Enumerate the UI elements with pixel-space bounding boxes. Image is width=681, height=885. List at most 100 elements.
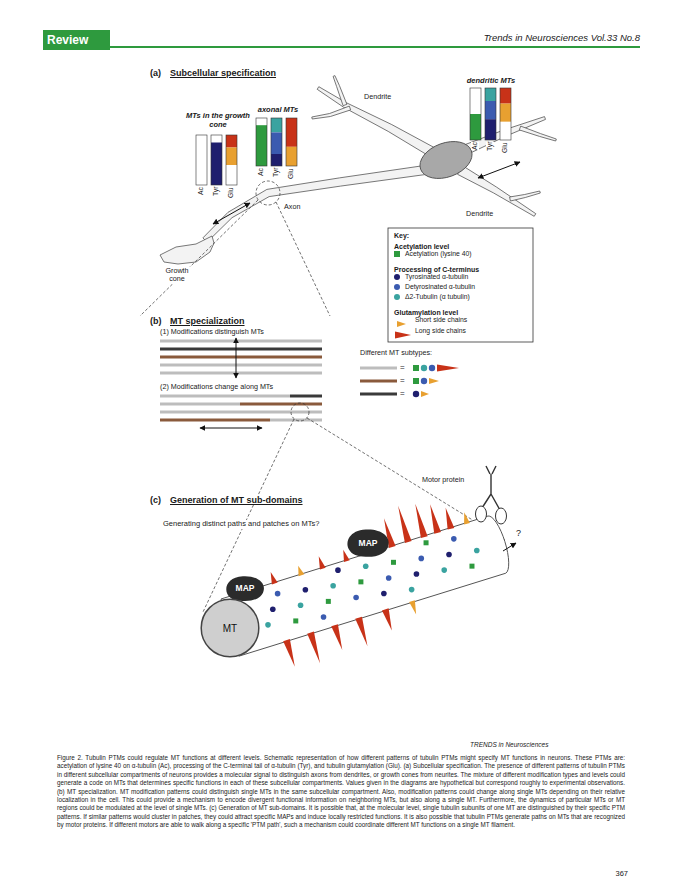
tyrosination-mark	[474, 548, 480, 554]
legend-label: Detyrosinated α-tubulin	[405, 283, 475, 290]
structure-label: Axon	[284, 203, 300, 211]
glutamyl-chain	[397, 321, 406, 327]
microtubule-line	[160, 348, 322, 351]
structure-label: Motor protein	[422, 476, 464, 484]
page-number: 367	[615, 870, 628, 879]
axis-label: Tyr	[212, 187, 220, 196]
bar-segment	[485, 88, 496, 101]
bar-segment	[470, 114, 481, 140]
microtubule-line	[270, 419, 322, 422]
bar-segment	[500, 88, 511, 104]
cell-body	[415, 135, 477, 185]
bar-segment	[500, 104, 511, 122]
microtubule-line	[160, 340, 322, 343]
legend-label: Acetylation (lysine 40)	[405, 250, 472, 257]
panel-letter: (a)	[150, 68, 161, 78]
motor-head	[496, 508, 507, 524]
question-mark: ?	[516, 528, 521, 538]
figure-caption: Figure 2. Tubulin PTMs could regulate MT…	[57, 754, 625, 830]
tyrosination-mark	[303, 587, 309, 593]
legend-dot	[394, 294, 400, 300]
map-protein: MAP	[224, 575, 266, 602]
node-text: MAP	[236, 583, 255, 593]
glutamyl-chain	[446, 508, 455, 530]
tyrosination-mark	[414, 571, 420, 577]
acetylation-mark	[413, 378, 419, 384]
tyrosination-mark	[353, 595, 359, 601]
tyrosination-mark	[413, 391, 419, 397]
bar-segment	[485, 101, 496, 119]
tyrosination-mark	[335, 567, 341, 573]
axis-label: Ac	[197, 187, 205, 195]
key-box	[388, 228, 533, 342]
equals-sign: =	[400, 363, 405, 372]
glutamyl-chain	[355, 617, 367, 647]
legend-label: Tyrosinated α-tubulin	[405, 273, 468, 280]
microtubule-line	[240, 403, 322, 406]
microtubule-line	[160, 419, 270, 422]
structure-label: Growth cone	[157, 267, 197, 284]
zoom-line	[276, 202, 330, 316]
bar-outline	[196, 135, 207, 185]
bar-segment	[256, 118, 267, 125]
axis-label: Ac	[471, 142, 479, 150]
glutamyl-chain	[343, 550, 349, 562]
tyrosination-mark	[421, 378, 427, 384]
tyrosination-mark	[446, 552, 452, 558]
glutamyl-chain	[307, 632, 320, 664]
acetylation-mark	[413, 365, 419, 371]
glutamyl-chain	[319, 556, 326, 569]
bar-segment	[211, 143, 222, 186]
bar-segment	[226, 135, 237, 148]
journal-header: Trends in Neurosciences Vol.33 No.8	[484, 33, 640, 44]
glutamyl-chain	[409, 600, 416, 614]
glutamyl-chain	[398, 506, 411, 543]
bar-outline	[500, 88, 511, 140]
microtubule-line	[160, 364, 322, 367]
glutamyl-chain	[283, 639, 295, 667]
microtubule-line	[160, 403, 240, 406]
panel-letter: (c)	[150, 495, 161, 505]
along-arrow	[200, 428, 262, 429]
sub-heading: Generating distinct paths and patches on…	[163, 520, 319, 529]
glutamyl-chain	[298, 566, 304, 577]
tyrosination-mark	[421, 365, 427, 371]
node-text: Review	[47, 33, 88, 47]
neurite	[312, 106, 351, 119]
microtubule-end: MT	[200, 598, 260, 658]
tyrosination-mark	[265, 622, 271, 628]
tyrosination-mark	[381, 591, 387, 597]
map-outline	[226, 576, 264, 601]
zoom-line	[140, 200, 258, 316]
transport-arrow	[213, 203, 250, 224]
key-heading: Key:	[394, 232, 409, 240]
axis-label: Tyr	[272, 168, 280, 177]
microtubule-line	[160, 356, 322, 359]
bar-outline	[256, 118, 267, 166]
axis-label: Tyr	[486, 142, 494, 151]
tyrosination-mark	[270, 606, 276, 612]
microtubule-body	[221, 516, 509, 656]
panel-letter: (b)	[150, 316, 162, 326]
equals-sign: =	[400, 376, 405, 385]
equals-sign: =	[400, 389, 405, 398]
section-band: Review	[43, 30, 110, 50]
bar-segment	[256, 125, 267, 166]
bar-outline	[286, 118, 297, 166]
acetylation-mark	[326, 599, 331, 604]
key-heading: Acetylation level	[394, 243, 449, 251]
microtubule-line	[160, 411, 322, 414]
transport-arrow	[478, 162, 520, 178]
map-outline	[347, 529, 388, 556]
legend-label: Δ2-Tubulin (α tubulin)	[405, 293, 470, 300]
acetylation-mark	[358, 579, 363, 584]
key-heading: Processing of C-terminus	[394, 266, 479, 274]
compare-arrow	[236, 338, 237, 378]
panel-title: Generation of MT sub-domains	[170, 495, 303, 505]
sub-heading: (1) Modifications distinguish MTs	[160, 328, 264, 336]
motor-stalk	[482, 466, 500, 510]
bar-outline	[271, 118, 282, 166]
sub-heading: (2) Modifications change along MTs	[160, 383, 273, 391]
bar-segment	[196, 135, 207, 185]
